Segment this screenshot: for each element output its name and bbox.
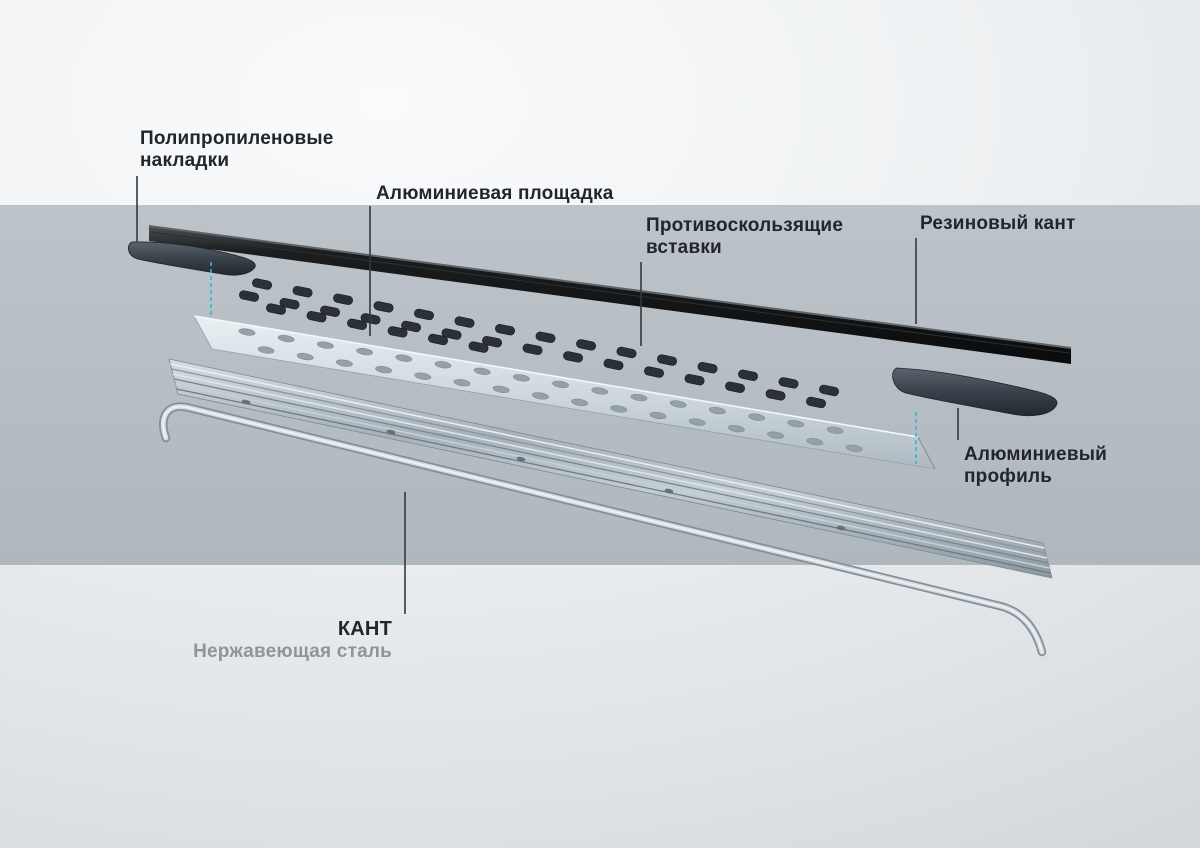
kant-title: КАНТ — [337, 618, 392, 640]
label-line: вставки — [646, 237, 722, 258]
label-aluminum-profile: Алюминиевый профиль — [964, 444, 1107, 488]
label-line: профиль — [964, 466, 1053, 487]
label-polypropylene-pads: Полипропиленовые накладки — [140, 128, 334, 172]
label-kant: КАНТ Нержавеющая сталь — [150, 618, 392, 663]
pad-right-part — [892, 367, 1058, 417]
label-line: Алюминиевый — [964, 444, 1108, 465]
label-antislip-inserts: Противоскользящие вставки — [646, 215, 843, 259]
label-line: Полипропиленовые — [140, 128, 334, 149]
label-line: накладки — [140, 150, 230, 171]
label-aluminum-platform: Алюминиевая площадка — [376, 183, 614, 204]
rubber-edge-part — [148, 225, 1072, 364]
aluminum-profile-part — [168, 358, 1053, 579]
alignment-guides — [210, 262, 917, 464]
label-line: Противоскользящие — [646, 215, 844, 236]
anti-slip-inserts-part — [239, 278, 839, 409]
profile-screw-holes — [241, 399, 846, 531]
pad-left-part — [127, 241, 256, 276]
stainless-edge-part — [159, 402, 1047, 657]
platform-perforation — [238, 328, 863, 452]
kant-subtitle: Нержавеющая сталь — [193, 641, 392, 662]
label-rubber-edge: Резиновый кант — [920, 213, 1076, 234]
aluminum-platform-part — [193, 315, 936, 470]
leader-lines — [136, 176, 959, 614]
